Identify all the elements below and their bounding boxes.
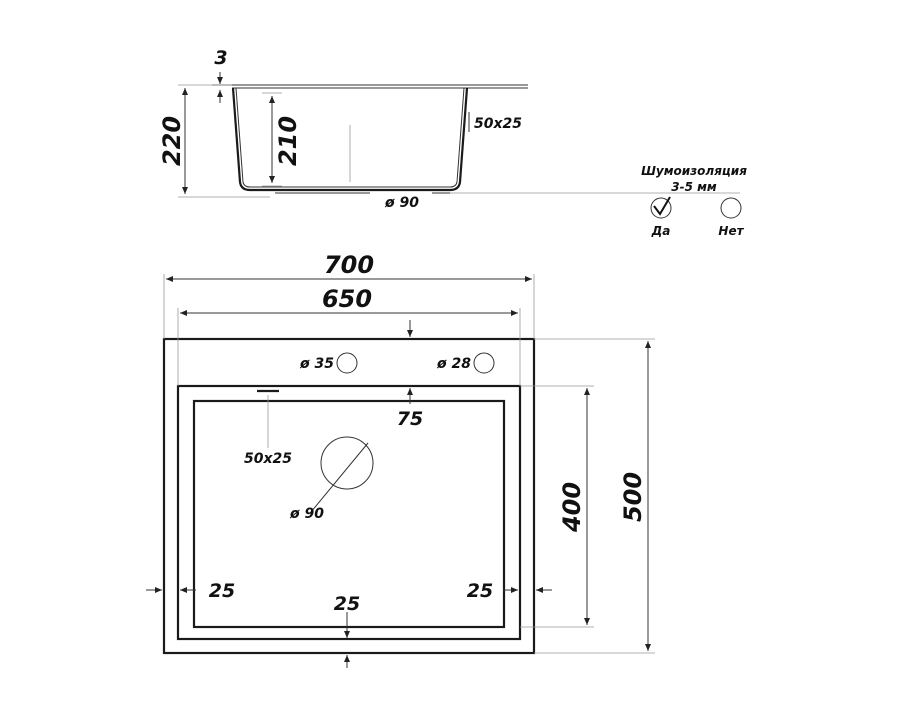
insulation-title: Шумоизоляция: [641, 164, 747, 178]
section-overflow-label: 50x25: [474, 116, 522, 132]
dim-650-label: 650: [322, 285, 372, 313]
dim-210-label: 210: [274, 116, 302, 166]
dim-3-label: 3: [214, 47, 227, 69]
bowl-inner-outline: [192, 399, 506, 629]
tap-hole-35-label: ø 35: [299, 356, 334, 372]
drain-label: ø 90: [289, 506, 324, 522]
section-drain-label: ø 90: [384, 195, 419, 211]
dim-front-25-label: 25: [334, 593, 360, 615]
option-yes-label: Да: [651, 224, 671, 238]
bowl-outer-outline: [176, 384, 522, 641]
bowl-inner-profile: [235, 87, 465, 188]
drain-leader: [310, 442, 369, 513]
insulation-thickness: 3-5 мм: [671, 180, 717, 194]
drain-hole: [320, 436, 374, 490]
dim-220-label: 220: [158, 116, 186, 166]
radio-no-circle[interactable]: [720, 197, 742, 219]
section-view: 220 210 3 50x25 ø 90: [158, 47, 740, 211]
tap-hole-28: [473, 352, 495, 374]
top-view: ø 35 ø 28 ø 90 50x25 700 650 500 400 75: [146, 251, 655, 668]
dim-500-label: 500: [619, 472, 647, 522]
overflow-label: 50x25: [244, 451, 292, 467]
bowl-profile: [231, 87, 469, 192]
option-no-radio[interactable]: [720, 197, 742, 219]
dim-left-25-label: 25: [209, 580, 235, 602]
sink-outer-outline: [162, 337, 536, 655]
dim-400-label: 400: [558, 482, 586, 533]
noise-insulation-block: Шумоизоляция 3-5 мм Да Нет: [641, 164, 747, 238]
checkmark-icon: [653, 196, 671, 216]
dim-75-label: 75: [397, 408, 423, 430]
option-no-label: Нет: [718, 224, 744, 238]
tap-hole-28-label: ø 28: [436, 356, 471, 372]
dim-right-25-label: 25: [467, 580, 493, 602]
option-yes-radio[interactable]: [650, 196, 672, 219]
radio-yes-circle[interactable]: [650, 197, 672, 219]
tap-hole-35: [336, 352, 358, 374]
dim-700-label: 700: [324, 251, 374, 279]
